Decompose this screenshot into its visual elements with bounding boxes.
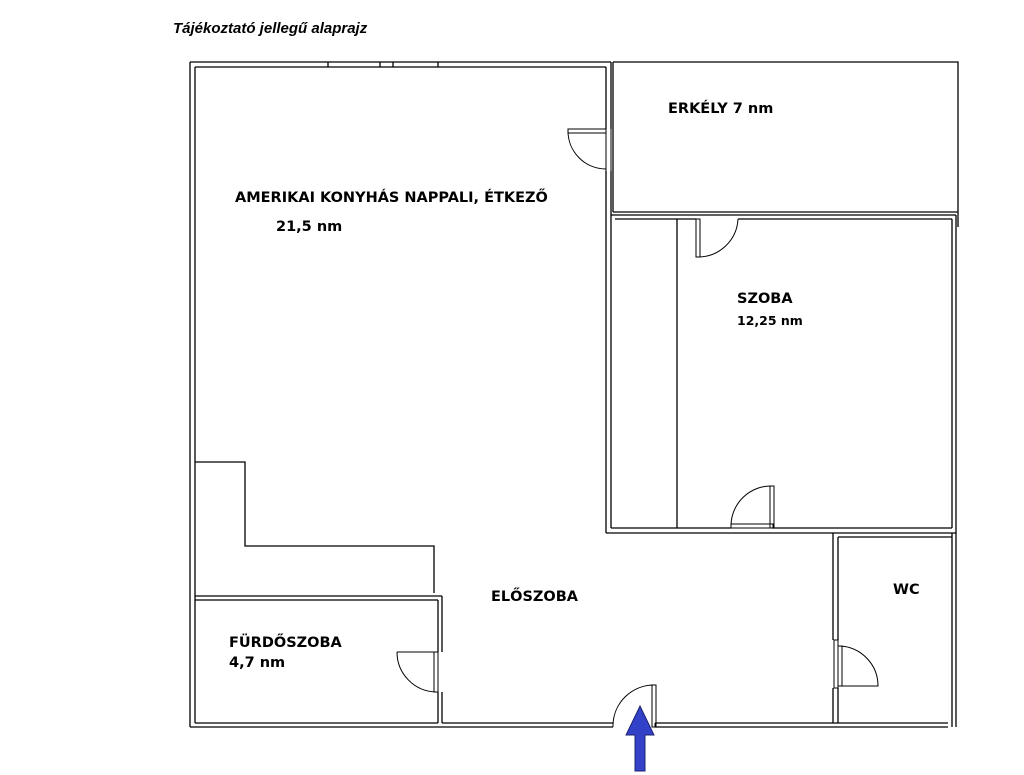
door-leaf	[433, 651, 439, 693]
door-leaf	[769, 485, 775, 529]
door-balcony	[567, 128, 612, 171]
balcony-outline	[612, 61, 959, 227]
room-name-balcony: ERKÉLY 7 nm	[668, 100, 773, 117]
door-leaf	[695, 218, 701, 258]
door-swing-icon	[612, 684, 655, 726]
wall-living-right	[605, 62, 612, 533]
door-bedroom	[730, 485, 775, 529]
room-area-living: 21,5 nm	[276, 219, 342, 235]
outer-wall-top	[190, 61, 611, 68]
doors	[396, 128, 879, 728]
room-area-bathroom: 4,7 nm	[229, 655, 285, 671]
door-swing-icon	[697, 218, 739, 258]
door-leaf	[651, 684, 657, 728]
walls	[189, 61, 959, 728]
room-name-bathroom: FÜRDŐSZOBA	[229, 633, 343, 651]
outer-wall-bottom	[190, 722, 948, 728]
door-bathroom	[396, 651, 439, 693]
bedroom-bottom-wall	[606, 527, 956, 534]
plan-caption: Tájékoztató jellegű alaprajz	[173, 20, 368, 37]
door-leaf	[730, 523, 774, 529]
room-name-bedroom: SZOBA	[737, 291, 793, 307]
bathroom-walls	[195, 595, 443, 723]
bedroom-top-wall	[611, 214, 956, 220]
room-name-hall: ELŐSZOBA	[491, 587, 579, 605]
door-swing-icon	[839, 645, 879, 687]
door-leaf	[833, 639, 839, 689]
outer-wall-left	[189, 62, 196, 727]
room-area-bedroom: 12,25 nm	[737, 313, 803, 328]
door-leaf	[567, 128, 607, 134]
window-marks	[327, 62, 439, 67]
door-entrance	[612, 684, 657, 728]
door-leaf	[837, 645, 843, 687]
kitchen-counter	[195, 461, 435, 593]
up-arrow-icon	[625, 704, 655, 772]
door-wc	[833, 639, 879, 689]
bedroom-right-wall	[951, 215, 957, 533]
door-bedroom-balcony	[695, 218, 739, 258]
door-swing-icon	[730, 485, 773, 527]
room-name-living: AMERIKAI KONYHÁS NAPPALI, ÉTKEZŐ	[235, 188, 548, 206]
wc-walls	[832, 533, 957, 727]
door-swing-icon	[396, 651, 437, 693]
door-swing-icon	[567, 130, 607, 170]
room-name-wc: WC	[893, 582, 920, 598]
